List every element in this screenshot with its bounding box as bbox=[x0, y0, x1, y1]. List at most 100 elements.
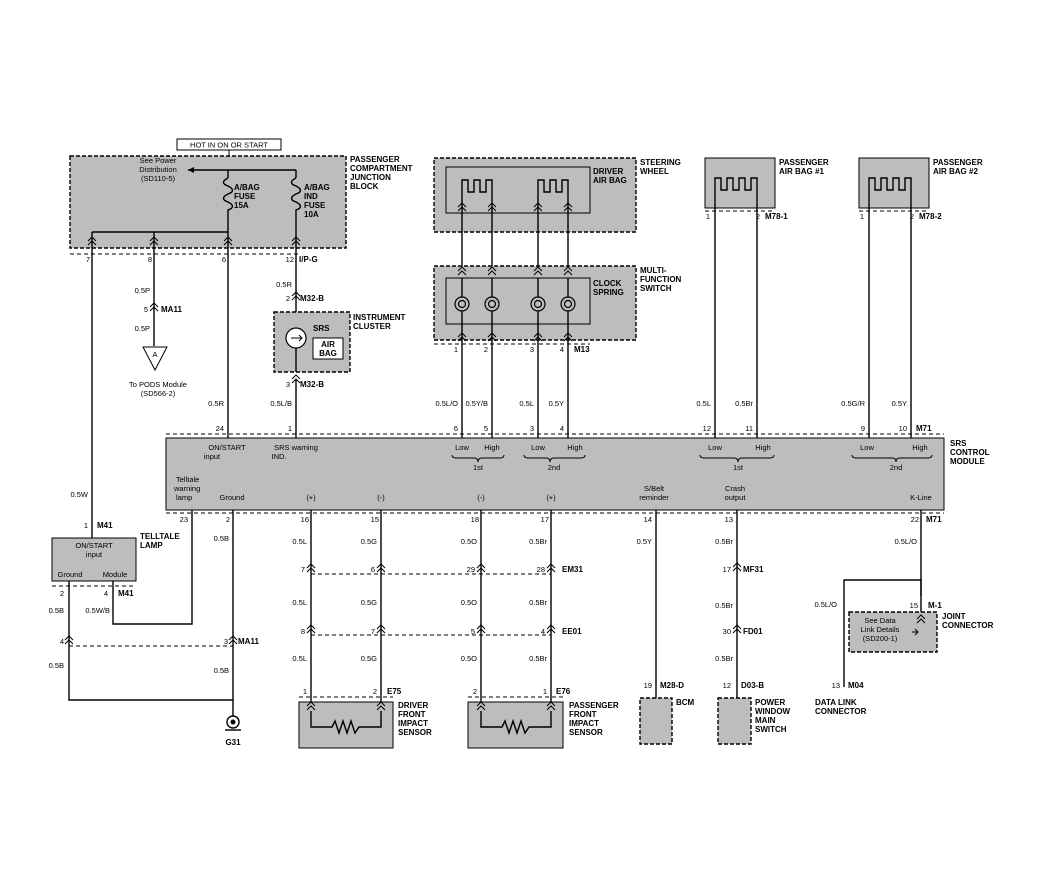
instrument-cluster: 0.5R 2 M32-B INSTRUMENT CLUSTER SRS AIR … bbox=[273, 250, 406, 438]
telltale-lamp: 0.5W 1 M41 TELLTALE LAMP ON/START input … bbox=[49, 248, 193, 690]
tt-wire-l: 0.5B bbox=[49, 606, 64, 615]
tp-4: 3 bbox=[530, 424, 534, 433]
high-4: High bbox=[912, 443, 927, 452]
tt-conn-bot: M41 bbox=[118, 589, 134, 598]
crash1: Crash bbox=[725, 484, 745, 493]
connector-ipg: I/P-G bbox=[299, 255, 318, 264]
bp-6: 14 bbox=[644, 515, 652, 524]
junction-title-2: COMPARTMENT bbox=[350, 164, 413, 173]
power-window-switch: 0.5Br 17 MF31 0.5Br 30 FD01 0.5Br 12 D03… bbox=[715, 510, 791, 745]
ee01-conn: EE01 bbox=[562, 627, 582, 636]
cluster-conn-bot: M32-B bbox=[300, 380, 324, 389]
pods-branch: 0.5P 5 MA11 0.5P A To PODS Module (SD566… bbox=[129, 248, 187, 398]
hot-label: HOT IN ON OR START bbox=[190, 141, 268, 150]
joint-wire: 0.5L/O bbox=[894, 537, 917, 546]
first-1: 1st bbox=[473, 463, 484, 472]
ee01-p1: 8 bbox=[301, 627, 305, 636]
low-1: Low bbox=[455, 443, 469, 452]
clock2: SPRING bbox=[593, 288, 624, 297]
tp-9: 10 bbox=[899, 424, 907, 433]
cluster-wire: 0.5R bbox=[276, 280, 292, 289]
pwm-t1: POWER bbox=[755, 698, 785, 707]
pwm-p1: 17 bbox=[723, 565, 731, 574]
driver-airbag1: DRIVER bbox=[593, 167, 623, 176]
tw-1: 0.5L/B bbox=[270, 399, 292, 408]
em31-p2: 6 bbox=[371, 565, 375, 574]
pods-conn: MA11 bbox=[161, 305, 182, 314]
s-w16-c: 0.5L bbox=[292, 654, 307, 663]
s-w15-a: 0.5G bbox=[361, 537, 377, 546]
bp-3: 15 bbox=[371, 515, 379, 524]
pab1-pin2: 2 bbox=[756, 212, 760, 221]
bcm-pin: 19 bbox=[644, 681, 652, 690]
e76-conn: E76 bbox=[556, 687, 571, 696]
pas-t3: IMPACT bbox=[569, 719, 599, 728]
crash2: output bbox=[725, 493, 747, 502]
joint-wire2: 0.5L/O bbox=[814, 600, 837, 609]
dlc-t1: DATA LINK bbox=[815, 698, 857, 707]
fuse2-l3: FUSE bbox=[304, 201, 326, 210]
dlc-conn: M04 bbox=[848, 681, 864, 690]
impact-sensors: 0.5L 0.5G 0.5O 0.5Br 7 6 29 28 EM31 0.5L… bbox=[292, 510, 619, 749]
first-2: 1st bbox=[733, 463, 744, 472]
e76-p2: 1 bbox=[543, 687, 547, 696]
bcm-conn: M28-D bbox=[660, 681, 684, 690]
bp-1: 2 bbox=[226, 515, 230, 524]
joint-conn: M-1 bbox=[928, 601, 942, 610]
tw-7: 0.5Br bbox=[735, 399, 753, 408]
bcm: 0.5Y 19 M28-D BCM bbox=[637, 510, 695, 745]
drv-t4: SENSOR bbox=[398, 728, 432, 737]
junction-block: HOT IN ON OR START PASSENGER COMPARTMENT… bbox=[69, 138, 413, 264]
em31-p3: 29 bbox=[467, 565, 475, 574]
drv-t3: IMPACT bbox=[398, 719, 428, 728]
srs-ground-lbl: Ground bbox=[219, 493, 244, 502]
tp-2: 6 bbox=[454, 424, 458, 433]
cluster-air: AIR bbox=[321, 340, 335, 349]
top-conn-m71: M71 bbox=[916, 424, 932, 433]
pwm-t2: WINDOW bbox=[755, 707, 791, 716]
tt-pin4: 4 bbox=[104, 589, 108, 598]
s-w15-c: 0.5G bbox=[361, 654, 377, 663]
steering-wheel: STEERING WHEEL DRIVER AIR BAG bbox=[433, 157, 681, 233]
see-power-2: Distribution bbox=[139, 165, 177, 174]
fuse1-l1: A/BAG bbox=[234, 183, 260, 192]
tt-wire-r: 0.5W/B bbox=[85, 606, 110, 615]
tp-5: 4 bbox=[560, 424, 564, 433]
pwm-w3: 0.5Br bbox=[715, 654, 733, 663]
driver-airbag2: AIR BAG bbox=[593, 176, 627, 185]
e75-p2: 2 bbox=[373, 687, 377, 696]
srs-warn2: IND. bbox=[272, 452, 287, 461]
pas-t4: SENSOR bbox=[569, 728, 603, 737]
bp-5: 17 bbox=[541, 515, 549, 524]
srs-title2: CONTROL bbox=[950, 448, 990, 457]
joint-see2: Link Details bbox=[861, 625, 900, 634]
tt-wire: 0.5W bbox=[70, 490, 88, 499]
pods-symbol: A bbox=[152, 350, 157, 359]
pin-6: 6 bbox=[222, 255, 226, 264]
joint-see1: See Data bbox=[864, 616, 896, 625]
g31-label: G31 bbox=[225, 738, 241, 747]
gnd-conn: MA11 bbox=[238, 637, 259, 646]
pas-t2: FRONT bbox=[569, 710, 597, 719]
sbelt2: reminder bbox=[639, 493, 669, 502]
pwm-p3: 12 bbox=[723, 681, 731, 690]
tt-conn-top: M41 bbox=[97, 521, 113, 530]
tp-6: 12 bbox=[703, 424, 711, 433]
s-w17-b: 0.5Br bbox=[529, 598, 547, 607]
junction-title-3: JUNCTION bbox=[350, 173, 391, 182]
minus-1: (-) bbox=[377, 493, 385, 502]
mfs1: MULTI- bbox=[640, 266, 667, 275]
tt-lbl1: Telltale bbox=[176, 475, 199, 484]
pods-pin: 5 bbox=[144, 305, 148, 314]
pwm-c1: MF31 bbox=[743, 565, 764, 574]
cluster-title2: CLUSTER bbox=[353, 322, 391, 331]
joint-see3: (SD200-1) bbox=[863, 634, 898, 643]
fuse1-l3: 15A bbox=[234, 201, 249, 210]
tt-ground: Ground bbox=[57, 570, 82, 579]
m13-pin2: 2 bbox=[484, 345, 488, 354]
pab1-title1: PASSENGER bbox=[779, 158, 829, 167]
mfs2: FUNCTION bbox=[640, 275, 682, 284]
dlc-pin: 13 bbox=[832, 681, 840, 690]
see-power-3: (SD110-5) bbox=[141, 174, 176, 183]
